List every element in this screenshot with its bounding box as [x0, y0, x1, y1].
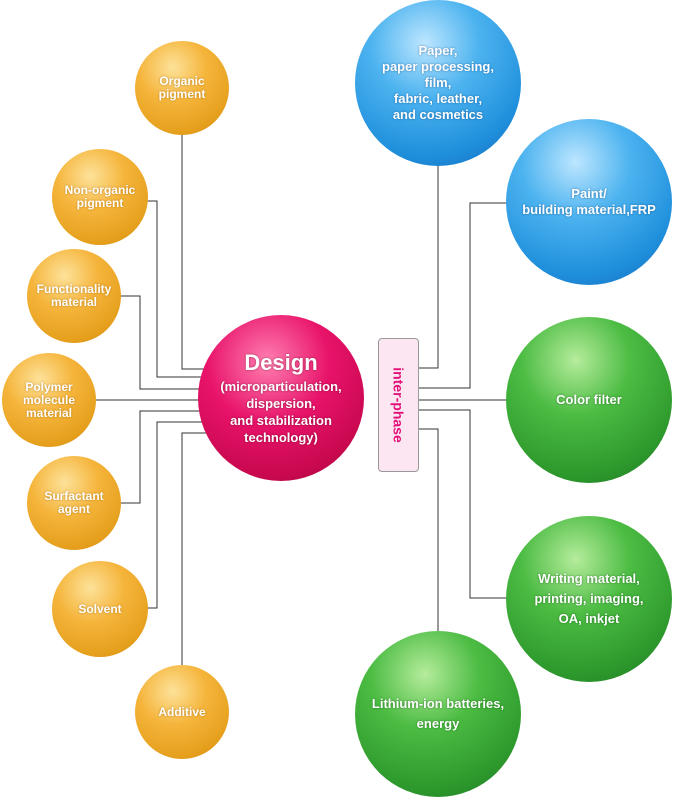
node-paper: Paper, paper processing, film, fabric, l… — [355, 0, 521, 166]
connector-writing-material — [419, 409, 510, 599]
node-paper-label: Paper, paper processing, film, fabric, l… — [382, 43, 494, 122]
node-color-filter-label: Color filter — [556, 392, 622, 407]
node-functionality-material: Functionality material — [27, 249, 121, 343]
node-polymer-molecule-material-label: Polymer molecule material — [22, 379, 76, 420]
node-additive: Additive — [135, 665, 229, 759]
connector-organic-pigment — [181, 134, 215, 370]
node-paint-label: Paint/ building material,FRP — [522, 186, 656, 217]
connector-non-organic-pigment — [147, 200, 210, 378]
node-polymer-molecule-material: Polymer molecule material — [2, 353, 96, 447]
interphase-label: inter-phase — [390, 367, 407, 443]
connector-lithium-ion — [419, 428, 439, 631]
connector-functionality-material — [120, 295, 205, 390]
node-additive-label: Additive — [158, 704, 206, 719]
node-lithium-ion-label: Lithium-ion batteries, energy — [371, 696, 505, 731]
connector-paper — [419, 164, 439, 369]
node-paint: Paint/ building material,FRP — [506, 119, 672, 285]
node-solvent: Solvent — [52, 561, 148, 657]
design-subtitle: (microparticulation, dispersion, and sta… — [220, 379, 342, 445]
node-non-organic-pigment: Non-organic pigment — [52, 149, 148, 245]
connector-solvent — [147, 421, 210, 609]
node-solvent-label: Solvent — [78, 601, 122, 616]
connector-paint — [419, 202, 510, 389]
node-functionality-material-label: Functionality material — [36, 282, 112, 309]
node-color-filter: Color filter — [506, 317, 672, 483]
node-writing-material: Writing material, printing, imaging, OA,… — [506, 516, 672, 682]
node-lithium-ion: Lithium-ion batteries, energy — [355, 631, 521, 797]
node-non-organic-pigment-label: Non-organic pigment — [64, 183, 136, 210]
node-surfactant-agent-label: Surfactant agent — [44, 489, 104, 516]
node-organic-pigment: Organic pigment — [135, 41, 229, 135]
node-design: Design (microparticulation, dispersion, … — [198, 315, 364, 481]
node-writing-material-label: Writing material, printing, imaging, OA,… — [534, 571, 644, 626]
node-surfactant-agent: Surfactant agent — [27, 456, 121, 550]
connector-surfactant-agent — [120, 410, 205, 504]
design-title: Design — [244, 350, 318, 375]
connector-additive — [181, 432, 215, 665]
node-organic-pigment-label: Organic pigment — [158, 74, 206, 101]
interphase-box: inter-phase — [378, 338, 419, 472]
